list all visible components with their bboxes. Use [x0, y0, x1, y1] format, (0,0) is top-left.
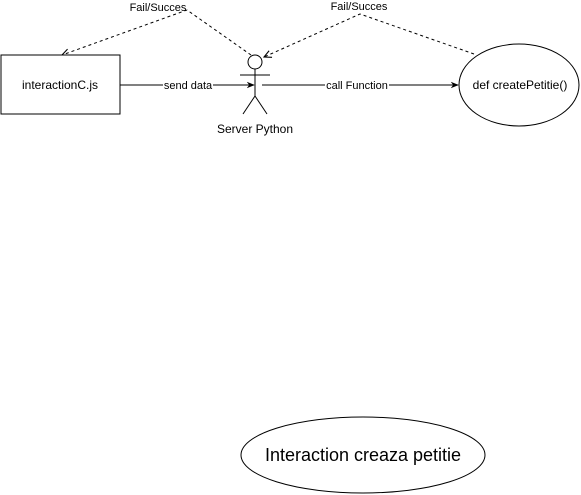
edge-return-to-client[interactable]: Fail/Succes [62, 2, 252, 55]
edge-send-data[interactable]: send data [120, 79, 255, 92]
node-create-petitie-label: def createPetitie() [473, 78, 568, 92]
edge-return-to-client-label: Fail/Succes [130, 2, 187, 14]
actor-server-python-label: Server Python [217, 122, 293, 136]
actor-head [247, 54, 263, 70]
node-interaction-js-label: interactionC.js [22, 78, 98, 92]
use-case-label: Interaction creaza petitie [265, 445, 461, 465]
node-create-petitie[interactable]: def createPetitie() [458, 43, 580, 127]
edge-call-function[interactable]: call Function [262, 79, 459, 92]
edge-call-function-label: call Function [326, 80, 388, 92]
edge-return-to-server-label: Fail/Succes [331, 1, 388, 13]
edge-send-data-label: send data [164, 80, 213, 92]
use-case-interaction-creaza-petitie[interactable]: Interaction creaza petitie [240, 416, 486, 494]
node-interaction-js[interactable]: interactionC.js [0, 54, 121, 115]
actor-server-python[interactable]: Server Python [217, 54, 293, 136]
edge-return-to-server[interactable]: Fail/Succes [264, 1, 475, 57]
